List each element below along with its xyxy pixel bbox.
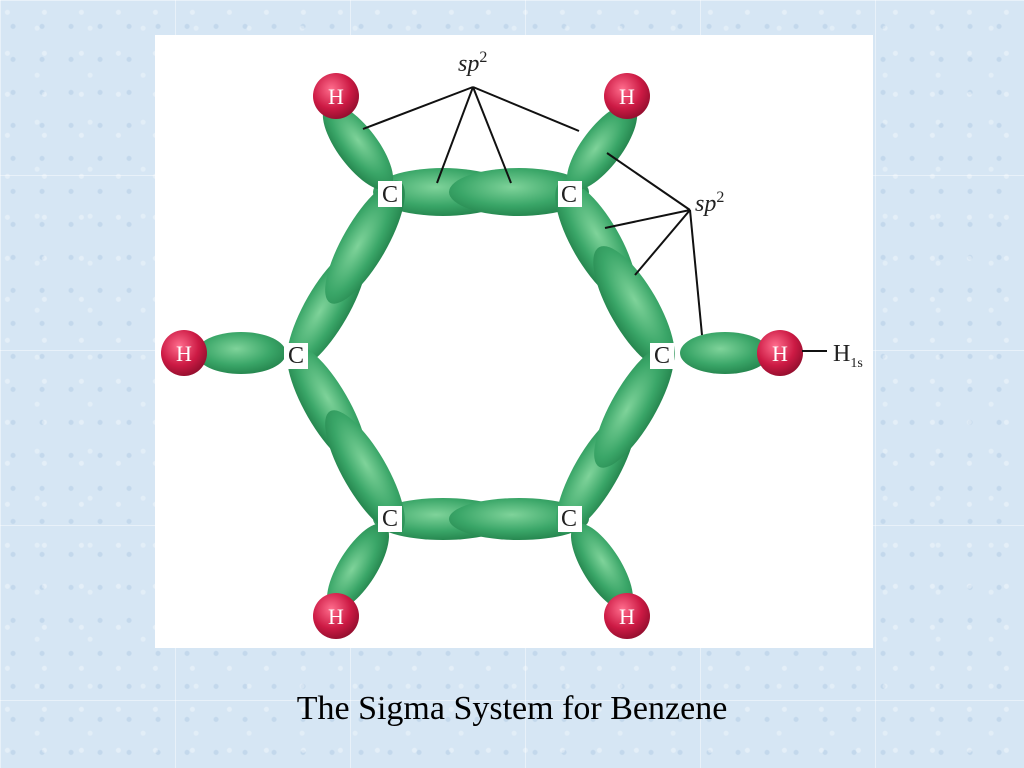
cc-bond-top <box>373 168 589 216</box>
hydrogen-label: H <box>619 84 635 109</box>
hydrogen-label: H <box>772 341 788 366</box>
carbon-left: C <box>284 343 308 369</box>
benzene-sigma-figure: H H H H H H C <box>155 35 873 648</box>
ch-bond-bottom-right: H <box>570 523 650 639</box>
sp2-leader-lines-top <box>362 86 580 184</box>
carbon-bottom-right: C <box>558 506 582 532</box>
cc-bond-lower-right <box>556 344 674 534</box>
sp2-label-top: sp2 <box>458 49 487 77</box>
hydrogen-label: H <box>328 84 344 109</box>
hydrogen-label: H <box>619 604 635 629</box>
carbon-top-right: C <box>558 181 582 208</box>
carbon-label: C <box>654 343 670 369</box>
carbon-right: C <box>650 343 674 369</box>
hydrogen-atom <box>313 593 359 639</box>
carbon-label: C <box>561 506 577 532</box>
carbon-top-left: C <box>378 181 402 208</box>
ch-bond-left: H <box>161 330 286 376</box>
carbon-label: C <box>382 506 398 532</box>
sp2-leader-lines-right <box>604 152 703 336</box>
cc-bond-upper-right <box>555 180 675 370</box>
ch-bond-top-right: H <box>566 73 650 191</box>
h1s-label: H1s <box>833 341 863 371</box>
cc-bond-lower-left <box>287 344 405 534</box>
cc-bond-upper-left <box>287 180 405 370</box>
carbon-label: C <box>382 182 398 208</box>
slide-caption: The Sigma System for Benzene <box>296 690 728 727</box>
ch-bond-right: H <box>680 330 803 376</box>
cc-bond-bottom <box>373 498 589 540</box>
ch-bond-top-left: H <box>313 73 394 191</box>
hydrogen-atom <box>313 73 359 119</box>
carbon-label: C <box>561 182 577 208</box>
hydrogen-atom <box>604 73 650 119</box>
sp2-label-right: sp2 <box>695 189 724 217</box>
hydrogen-atom <box>604 593 650 639</box>
hydrogen-label: H <box>176 341 192 366</box>
carbon-bottom-left: C <box>378 506 402 532</box>
hydrogen-label: H <box>328 604 344 629</box>
ch-bond-bottom-left: H <box>313 523 390 639</box>
carbon-label: C <box>288 343 304 369</box>
hydrogen-atom <box>757 330 803 376</box>
hydrogen-atom <box>161 330 207 376</box>
sigma-system-diagram: H H H H H H C <box>161 49 863 639</box>
